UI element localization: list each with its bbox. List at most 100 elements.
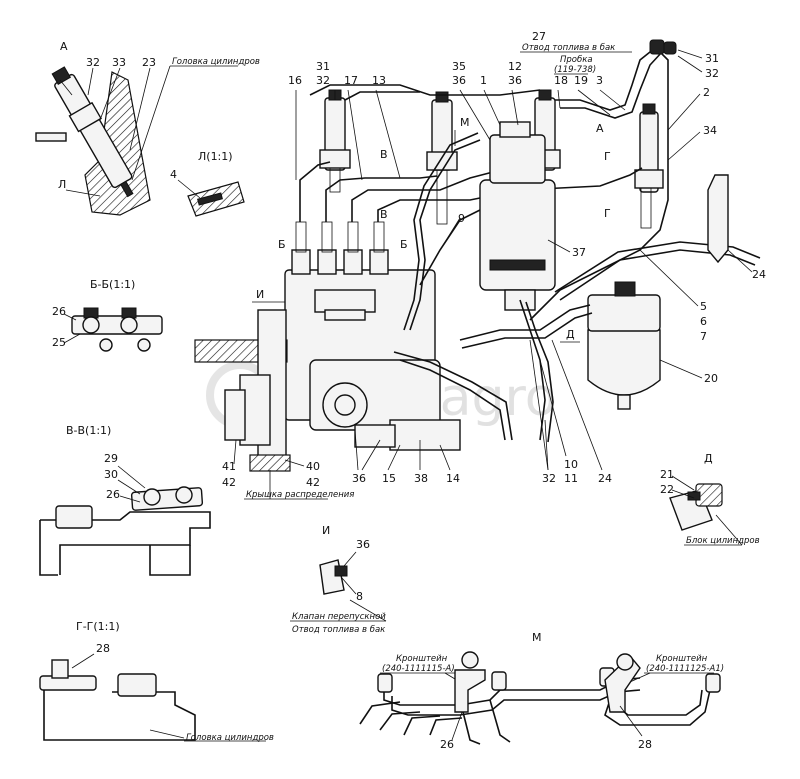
section-gg: Г-Г(1:1) 28 Головка цилиндров (39, 620, 274, 743)
main-callouts-bottom: 41 42 40 42 Крышка распределения 36 15 3… (222, 339, 612, 500)
bracket (707, 174, 729, 264)
callout-31-b: 31 (705, 52, 719, 65)
callout-3: 3 (596, 74, 603, 87)
fine-fuel-filter (479, 121, 556, 311)
view-letter-g1: Г (604, 150, 611, 163)
section-title-m: М (532, 631, 542, 644)
section-title-vv: В-В(1:1) (66, 424, 111, 437)
callout-30: 30 (104, 468, 118, 481)
pump-delivery-valves (291, 221, 389, 275)
callout-26-vv: 26 (106, 488, 120, 501)
view-letter-b2: Б (400, 238, 408, 251)
callout-42: 42 (222, 476, 236, 489)
section-title-gg: Г-Г(1:1) (76, 620, 120, 633)
main-callouts: 16 31 32 17 13 35 36 1 27 12 36 18 19 3 … (288, 30, 766, 385)
view-m-pipe-harness: М Кронштейн (240-1111115-А) Кронштейн (2… (359, 631, 724, 751)
section-title-a: А (60, 40, 68, 53)
callout-36-c: 36 (352, 472, 366, 485)
label-head-cylinders-top: Головка цилиндров (172, 57, 260, 67)
bracket-left (454, 669, 486, 713)
view-i-detail: И 36 8 Клапан перепускной Отвод топлива … (290, 524, 386, 635)
callout-41: 41 (222, 460, 236, 473)
injector-fitting (35, 132, 67, 142)
view-d-detail: Д 21 22 Блок цилиндров (660, 452, 760, 546)
callout-33: 33 (112, 56, 126, 69)
callout-24: 24 (752, 268, 766, 281)
callout-10: 10 (564, 458, 578, 471)
high-pressure-pipes (299, 84, 643, 222)
view-letter-d: Д (566, 328, 575, 341)
callout-4: 4 (170, 168, 177, 181)
callout-36-b: 36 (508, 74, 522, 87)
section-bb: Б-Б(1:1) 26 25 (52, 278, 163, 352)
callout-22: 22 (660, 483, 674, 496)
callout-27: 27 (532, 30, 546, 43)
section-vv: В-В(1:1) 29 30 26 (39, 424, 211, 576)
callout-17: 17 (344, 74, 358, 87)
callout-2: 2 (703, 86, 710, 99)
callout-32: 32 (86, 56, 100, 69)
label-bracket-right: Кронштейн (656, 654, 708, 664)
label-fuel-return: Отвод топлива в бак (522, 43, 616, 53)
cylinder-head-section (84, 71, 151, 216)
callout-25: 25 (52, 336, 66, 349)
callout-14: 14 (446, 472, 460, 485)
callout-11: 11 (564, 472, 578, 485)
callout-20: 20 (704, 372, 718, 385)
section-title-bb: Б-Б(1:1) (90, 278, 135, 291)
callout-l: Л (58, 178, 66, 191)
label-fuel-return-2: Отвод топлива в бак (292, 625, 386, 635)
injector-body (51, 66, 134, 198)
callout-28-m: 28 (638, 738, 652, 751)
label-cylinder-block: Блок цилиндров (686, 536, 760, 546)
section-title-l: Л(1:1) (198, 150, 233, 163)
label-bracket-left-code: (240-1111115-А) (382, 664, 455, 674)
callout-1: 1 (480, 74, 487, 87)
label-plug: Пробка (560, 55, 593, 65)
label-head-cylinders-bottom: Головка цилиндров (186, 733, 274, 743)
callout-18: 18 (554, 74, 568, 87)
callout-37: 37 (572, 246, 586, 259)
callout-7: 7 (700, 330, 707, 343)
label-bypass-valve: Клапан перепускной (292, 612, 386, 622)
callout-35: 35 (452, 60, 466, 73)
callout-9: 9 (458, 212, 465, 225)
callout-36: 36 (452, 74, 466, 87)
view-letter-b1: Б (278, 238, 286, 251)
callout-40: 40 (306, 460, 320, 473)
callout-16: 16 (288, 74, 302, 87)
view-letter-m: М (460, 116, 470, 129)
callout-12: 12 (508, 60, 522, 73)
view-a-injector: А 32 33 23 Головка цилиндров Л (35, 40, 260, 216)
label-bracket-left: Кронштейн (396, 654, 448, 664)
callout-34: 34 (703, 124, 717, 137)
callout-28: 28 (96, 642, 110, 655)
callout-26: 26 (52, 305, 66, 318)
label-distribution-cover: Крышка распределения (246, 490, 354, 500)
callout-6: 6 (700, 315, 707, 328)
label-plug-code: (119-738) (554, 65, 596, 75)
section-title-i: И (322, 524, 330, 537)
callout-8: 8 (356, 590, 363, 603)
callout-32-main: 32 (316, 74, 330, 87)
callout-38: 38 (414, 472, 428, 485)
callout-5: 5 (700, 300, 707, 313)
callout-19: 19 (574, 74, 588, 87)
callout-29: 29 (104, 452, 118, 465)
section-title-d: Д (704, 452, 713, 465)
top-labels: Отвод топлива в бак Пробка (119-738) (520, 43, 632, 75)
callout-36-d: 36 (356, 538, 370, 551)
view-letter-a: А (596, 122, 604, 135)
pump-nameplate (314, 289, 376, 313)
view-l-detail: Л(1:1) 4 (170, 150, 245, 217)
return-lines (529, 39, 677, 321)
callout-31: 31 (316, 60, 330, 73)
callout-21: 21 (660, 468, 674, 481)
callout-32-d: 32 (542, 472, 556, 485)
view-letter-i: И (256, 288, 264, 301)
view-letters: М В В Б Б А Г Г И Д (252, 116, 611, 343)
callout-13: 13 (372, 74, 386, 87)
callout-32-c: 32 (705, 67, 719, 80)
callout-24-b: 24 (598, 472, 612, 485)
